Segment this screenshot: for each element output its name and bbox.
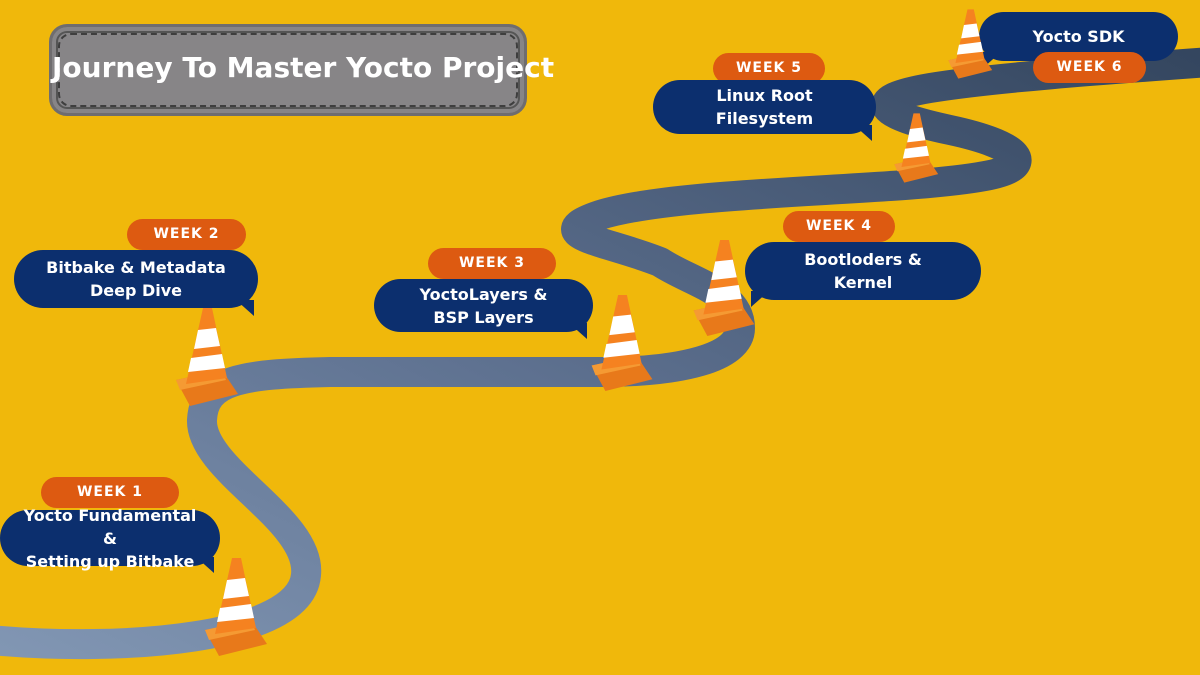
week-1-topic-line-1: Yocto Fundamental &: [23, 505, 197, 548]
week-1-topic-bubble: Yocto Fundamental & Setting up Bitbake: [0, 506, 220, 573]
week-5-bubble-tail: [854, 125, 872, 141]
week-6-topic-bubble: Yocto SDK: [979, 12, 1178, 68]
week-2-badge: WEEK 2: [127, 219, 246, 250]
week-4-topic-line-1: Bootloders &: [804, 250, 922, 269]
week-2-bubble-tail: [236, 300, 254, 316]
week-5-topic-line-1: Linux Root: [716, 86, 813, 105]
week-5-topic-bubble: Linux Root Filesystem: [653, 80, 876, 141]
week-6-badge: WEEK 6: [1033, 52, 1146, 83]
week-5-topic-line-2: Filesystem: [715, 109, 814, 128]
week-2-topic-line-2: Deep Dive: [89, 281, 183, 300]
title-dashed-border: [58, 33, 518, 107]
week-1-badge: WEEK 1: [41, 477, 179, 508]
week-3-badge: WEEK 3: [428, 248, 556, 279]
week-4-topic-bubble: Bootloders & Kernel: [745, 242, 981, 307]
week-5-badge: WEEK 5: [713, 53, 825, 84]
week-3-topic-bubble: YoctoLayers & BSP Layers: [374, 279, 593, 339]
week-2-topic-bubble: Bitbake & Metadata Deep Dive: [14, 250, 258, 316]
road-path: [0, 47, 1200, 660]
week-3-topic-line-2: BSP Layers: [433, 307, 534, 327]
week-1-topic-line-2: Setting up Bitbake: [25, 551, 195, 571]
week-6-topic-line-1: Yocto SDK: [1032, 27, 1125, 46]
traffic-cone-icon: [948, 9, 993, 79]
traffic-cone-icon: [176, 308, 238, 406]
week-4-bubble-tail: [751, 291, 769, 307]
traffic-cone-icon: [894, 113, 939, 183]
week-1-bubble-tail: [196, 557, 214, 573]
week-4-topic-line-2: Kernel: [833, 273, 893, 292]
traffic-cone-icon: [693, 239, 755, 337]
week-3-bubble-tail: [569, 323, 587, 339]
week-4-badge: WEEK 4: [783, 211, 895, 242]
traffic-cone-icon: [591, 294, 653, 392]
week-3-topic-line-1: YoctoLayers &: [419, 284, 548, 304]
title-banner: Journey To Master Yocto Project: [49, 24, 555, 116]
page-title: Journey To Master Yocto Project: [52, 51, 555, 84]
traffic-cone-icon: [205, 558, 267, 656]
week-2-topic-line-1: Bitbake & Metadata: [46, 258, 226, 277]
